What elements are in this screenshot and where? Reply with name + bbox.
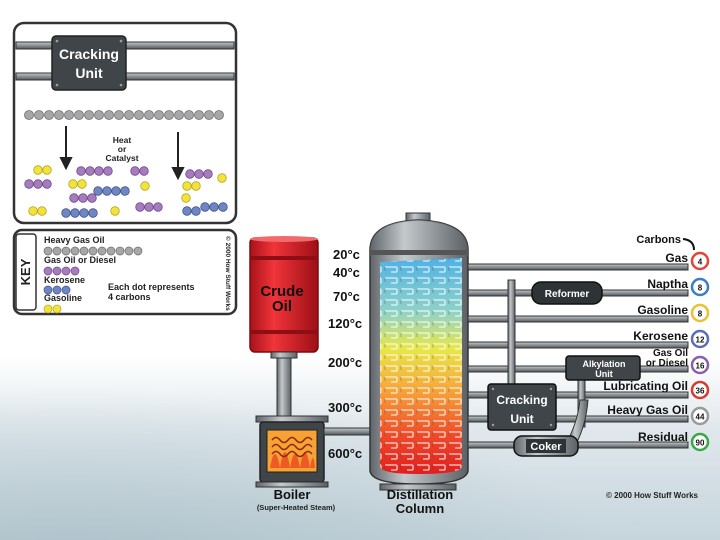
- svg-text:16: 16: [696, 362, 705, 371]
- product-kerosene: Kerosene: [633, 329, 688, 343]
- product-residual: Residual: [638, 430, 688, 444]
- key-panel: KEY Heavy Gas Oil Gas Oil or Diesel Kero…: [12, 228, 238, 316]
- key-note-line2: 4 carbons: [108, 292, 151, 302]
- carbon-badge-lubricating-oil: 36: [690, 380, 710, 400]
- reformer-label: Reformer: [545, 289, 590, 300]
- svg-text:8: 8: [698, 284, 703, 293]
- boiler: Boiler (Super-Heated Steam): [255, 415, 336, 512]
- carbon-badge-naptha: 8: [690, 277, 710, 297]
- coker-label: Coker: [530, 441, 562, 453]
- key-gas-oil-or-diesel: Gas Oil or Diesel: [44, 255, 116, 265]
- svg-text:12: 12: [696, 336, 705, 345]
- key-gasoline: Gasoline: [44, 293, 82, 303]
- product-gas-oil-line1: Gas Oil: [653, 348, 688, 359]
- carbons-pointer: [682, 238, 695, 251]
- boiler-label: Boiler: [274, 487, 311, 502]
- carbon-badge-gasoline: 8: [690, 303, 710, 323]
- alkylation-unit: Alkylation Unit: [565, 355, 641, 381]
- temp-20: 20°c: [333, 247, 360, 262]
- column-label-line1: Distillation: [387, 487, 454, 502]
- inset-unit-label-line2: Unit: [75, 65, 103, 81]
- svg-text:90: 90: [696, 439, 705, 448]
- side-cracking-label-line2: Unit: [510, 412, 533, 426]
- temp-300: 300°c: [328, 400, 362, 415]
- side-cracking-unit: Cracking Unit: [487, 383, 557, 431]
- temp-120: 120°c: [328, 316, 362, 331]
- product-gas-oil-line2: or Diesel: [646, 358, 688, 369]
- product-dots: [24, 165, 228, 218]
- key-heavy-gas-oil: Heavy Gas Oil: [44, 235, 105, 245]
- side-cracking-label-line1: Cracking: [496, 393, 547, 407]
- inset-arrows: [59, 126, 185, 181]
- key-kerosene: Kerosene: [44, 275, 85, 285]
- column-label-line2: Column: [396, 501, 444, 516]
- product-gas: Gas: [665, 251, 688, 265]
- carbon-badge-gas: 4: [690, 251, 710, 271]
- heavy-oil-dots: [24, 110, 224, 120]
- credit: © 2000 How Stuff Works: [606, 491, 699, 500]
- carbon-badge-heavy-gas-oil: 44: [690, 406, 710, 426]
- coker-unit: Coker: [513, 435, 579, 457]
- product-naptha: Naptha: [647, 277, 688, 291]
- svg-text:8: 8: [698, 310, 703, 319]
- inset-unit-label-line1: Cracking: [59, 46, 119, 62]
- alkylation-label-line1: Alkylation: [582, 359, 625, 369]
- boiler-column-pipe: [323, 427, 373, 436]
- product-labels: Gas Naptha Gasoline Kerosene Gas Oil or …: [603, 251, 688, 444]
- svg-text:4: 4: [698, 258, 703, 267]
- temp-70: 70°c: [333, 289, 360, 304]
- carbon-badge-kerosene: 12: [690, 329, 710, 349]
- carbon-badges: 4 8 8 12 16 36 44 90: [690, 251, 710, 452]
- svg-text:44: 44: [696, 413, 705, 422]
- distillation-column: Distillation Column: [369, 212, 469, 516]
- barrel-label-line1: Crude: [260, 283, 303, 300]
- temperature-labels: 20°c 40°c 70°c 120°c 200°c 300°c 600°c: [328, 247, 362, 461]
- inset-cracking-unit: [51, 35, 127, 91]
- boiler-sublabel: (Super-Heated Steam): [257, 503, 336, 512]
- product-gasoline: Gasoline: [637, 303, 688, 317]
- heat-label-line3: Catalyst: [105, 153, 138, 163]
- barrel-feed-pipe: [276, 351, 292, 421]
- inset-credit: © 2000 How Stuff Works: [224, 236, 232, 311]
- temp-40: 40°c: [333, 265, 360, 280]
- heat-label-line2: or: [118, 144, 127, 154]
- svg-text:36: 36: [696, 387, 705, 396]
- carbon-badge-gas-oil: 16: [690, 355, 710, 375]
- temp-200: 200°c: [328, 355, 362, 370]
- cracking-inset: Cracking Unit Heat or Catalyst: [12, 21, 238, 225]
- product-lubricating-oil: Lubricating Oil: [603, 379, 688, 393]
- heat-label-line1: Heat: [113, 135, 132, 145]
- key-note-line1: Each dot represents: [108, 282, 195, 292]
- product-heavy-gas-oil: Heavy Gas Oil: [607, 403, 688, 417]
- temp-600: 600°c: [328, 446, 362, 461]
- carbon-badge-residual: 90: [690, 432, 710, 452]
- connector-pipes: [507, 279, 589, 445]
- key-title: KEY: [18, 258, 33, 285]
- reformer-unit: Reformer: [531, 281, 603, 305]
- barrel-label-line2: Oil: [272, 298, 292, 315]
- crude-oil-barrel: Crude Oil: [249, 236, 319, 353]
- carbons-header: Carbons: [636, 234, 681, 246]
- alkylation-label-line2: Unit: [595, 369, 613, 379]
